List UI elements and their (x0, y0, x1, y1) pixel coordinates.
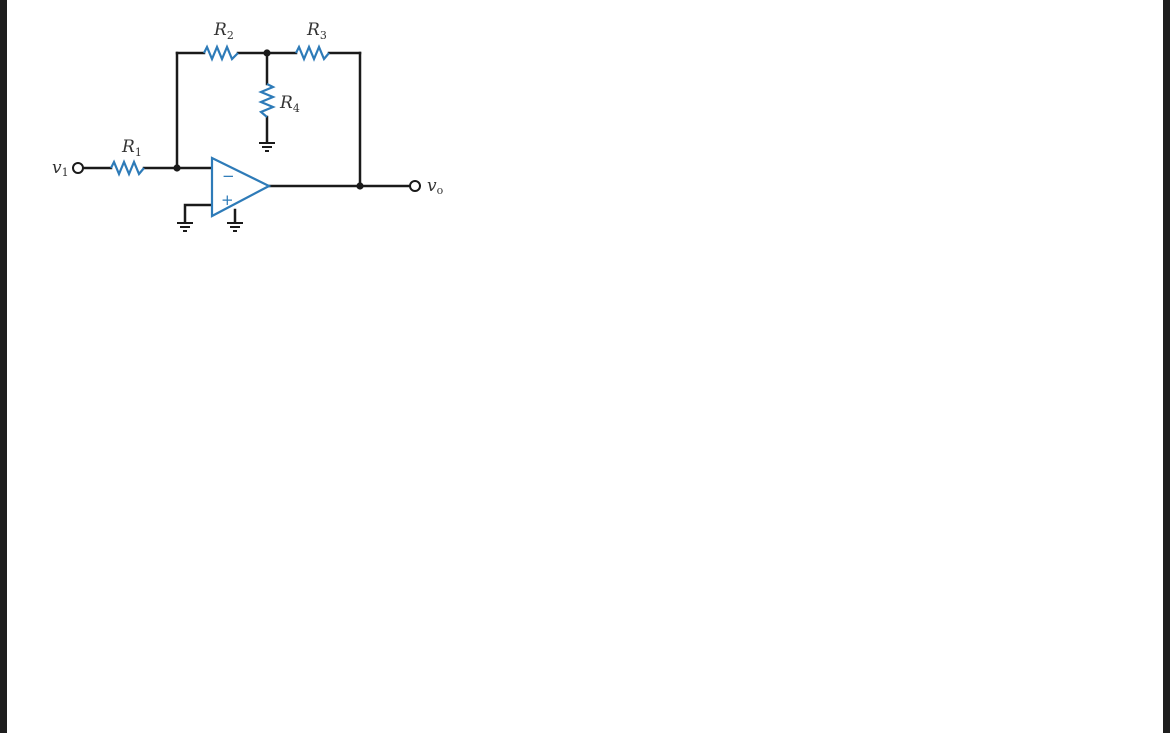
resistor-r1-zigzag (110, 159, 145, 177)
input-terminal (72, 162, 84, 174)
left-frame-bar (0, 0, 7, 733)
terminals (72, 162, 421, 192)
junction-input-node (173, 164, 181, 172)
label-v1: v1 (52, 158, 69, 179)
junction-output-node (356, 182, 364, 190)
label-vo: vo (427, 176, 444, 197)
junction-top-node (263, 49, 271, 57)
resistors (110, 44, 330, 177)
ground-r4 (259, 142, 275, 152)
wire-plus-ground (183, 203, 214, 224)
opamp-triangle (210, 156, 272, 218)
junction-dots (173, 49, 364, 190)
label-r3: R3 (306, 20, 327, 42)
label-r2: R2 (213, 20, 234, 42)
resistor-r4-zigzag (258, 83, 276, 118)
ground-symbols (177, 142, 275, 232)
opamp-plus-sign: + (221, 191, 234, 209)
wires (81, 51, 411, 224)
label-r1: R1 (121, 137, 142, 159)
page-canvas: − + R1 R2 R3 R4 v1 vo (7, 0, 1163, 733)
resistor-r2-zigzag (203, 44, 239, 62)
resistor-r3-zigzag (295, 44, 330, 62)
label-r4: R4 (279, 93, 300, 115)
ground-opamp (227, 222, 243, 232)
ground-plus (177, 222, 193, 232)
opamp (210, 156, 272, 218)
right-frame-bar (1163, 0, 1170, 733)
output-terminal (409, 180, 421, 192)
circuit-diagram: − + R1 R2 R3 R4 v1 vo (52, 20, 444, 232)
opamp-minus-sign: − (222, 167, 235, 185)
